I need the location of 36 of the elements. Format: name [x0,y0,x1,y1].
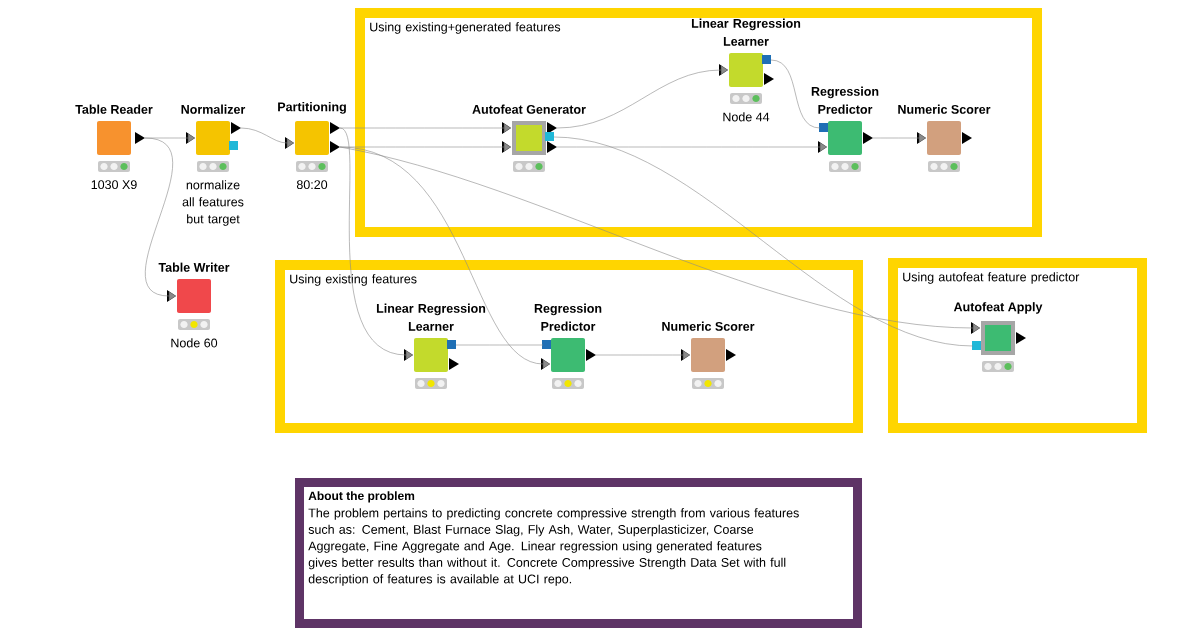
node-title: Numeric Scorer [898,104,991,114]
connector [339,123,511,133]
node-caption: 80:20 [296,180,328,190]
node-title: Table Writer [158,262,230,272]
node-caption: normalize all features but target [182,180,244,226]
connector [339,127,413,360]
node-title: Table Reader [75,104,153,114]
node-caption: Node 60 [171,338,218,348]
connector [144,137,176,301]
annotation-text: Using autofeat feature predictor [903,272,1080,284]
connector [240,127,294,148]
node-title: Numeric Scorer [662,321,755,331]
node-title: Linear Regression Learner [691,18,801,46]
connector [556,65,728,129]
connector [872,133,926,143]
connector [455,344,544,346]
connector [770,59,821,129]
node-title: Partitioning [278,102,346,114]
node-caption: 1030 X9 [91,180,137,190]
connector [595,350,690,360]
node-title: Autofeat Generator [472,104,586,114]
connector [144,133,195,143]
annotation-text: Using existing+generated features [370,22,561,34]
node-title: Regression Predictor [534,303,602,331]
connector [339,146,980,333]
annotation-heading: About the problem [308,491,415,503]
node-title: Normalizer [181,104,246,114]
node-caption: Node 44 [723,112,770,122]
node-title: Autofeat Apply [953,302,1043,314]
node-title: Linear Regression Learner [376,303,486,331]
connector [556,142,827,152]
node-title: Regression Predictor [811,86,879,114]
annotation-text: The problem pertains to predicting concrete compressive strength from various features such as: Cement, Blast Furnace Slag, Fly Ash, Water, Superplasticizer, Coarse Aggregate, Fine Aggregate and Age. Linear regression using generated features gives better results than without it. Concrete Compressive Strength Data Set with full description of features is available at UCI repo. [308,508,799,586]
annotation-text: Using existing features [290,274,417,286]
connector [553,136,974,347]
connector [339,146,550,369]
